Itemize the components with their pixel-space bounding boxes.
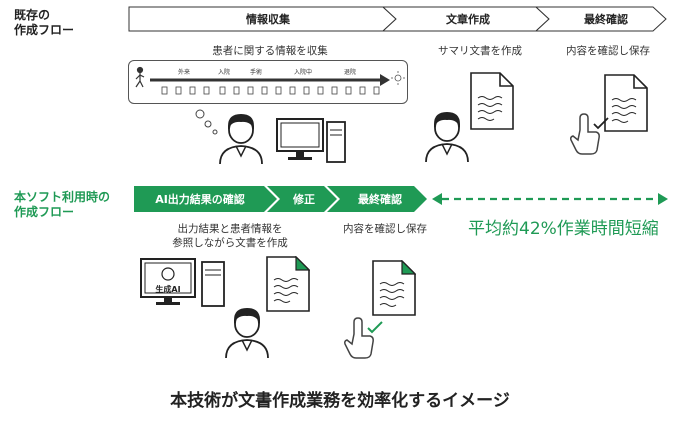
doctor-icon-3 bbox=[225, 308, 269, 358]
new-caption-left: 出力結果と患者情報を 参照しながら文書を作成 bbox=[160, 222, 300, 250]
document-icon bbox=[470, 72, 514, 130]
new-label-line1: 本ソフト利用時の bbox=[14, 190, 111, 204]
timeline-label-5: 退院 bbox=[344, 68, 356, 76]
timeline-label-4: 入院中 bbox=[294, 68, 312, 76]
new-flow-bar: AI出力結果の確認 修正 最終確認 bbox=[134, 186, 427, 212]
end-sun-icon bbox=[391, 71, 405, 85]
thought-bubble-icon bbox=[195, 109, 218, 135]
walking-person-icon bbox=[135, 66, 145, 88]
timeline-document-icons bbox=[161, 86, 380, 95]
hand-check-green-icon bbox=[344, 317, 383, 359]
timeline-label-1: 外来 bbox=[178, 68, 190, 76]
existing-step-3-shape bbox=[534, 6, 667, 32]
existing-caption-2: サマリ文書を作成 bbox=[438, 45, 522, 57]
existing-step-2: 文章作成 bbox=[446, 12, 490, 26]
new-step-1: AI出力結果の確認 bbox=[155, 192, 245, 206]
existing-flow-bar: 情報収集 文章作成 最終確認 bbox=[128, 6, 667, 32]
timeline-box bbox=[128, 60, 408, 104]
document-icon-3 bbox=[604, 74, 648, 132]
doctor-icon bbox=[219, 114, 263, 164]
brain-head-icon bbox=[161, 267, 175, 281]
computer-icon bbox=[276, 118, 346, 163]
new-flow-label: 本ソフト利用時の 作成フロー bbox=[14, 190, 110, 220]
timeline-graphic: 外来 入院 手術 入院中 退院 bbox=[135, 66, 405, 95]
new-caption-left-line2: 参照しながら文書を作成 bbox=[172, 237, 288, 249]
new-caption-left-line1: 出力結果と患者情報を bbox=[177, 223, 283, 235]
timeline-label-3: 手術 bbox=[250, 68, 262, 76]
doctor-icon-2 bbox=[425, 112, 469, 162]
existing-caption-1: 患者に関する情報を収集 bbox=[212, 45, 328, 57]
ai-computer-icon bbox=[140, 258, 225, 307]
new-caption-right: 内容を確認し保存 bbox=[343, 223, 427, 235]
existing-step-1: 情報収集 bbox=[246, 12, 291, 26]
document-green-icon bbox=[266, 256, 310, 312]
hand-check-icon bbox=[570, 113, 609, 155]
footer-caption: 本技術が文書作成業務を効率化するイメージ bbox=[170, 391, 510, 411]
existing-step-3: 最終確認 bbox=[584, 12, 628, 26]
existing-label-line1: 既存の bbox=[14, 8, 51, 22]
ai-label: 生成AI bbox=[155, 285, 181, 294]
new-label-line2: 作成フロー bbox=[14, 205, 75, 219]
reduction-dashed-arrow bbox=[432, 193, 668, 205]
reduction-text: 平均約42%作業時間短縮 bbox=[468, 219, 659, 239]
existing-caption-3: 内容を確認し保存 bbox=[566, 45, 650, 57]
new-step-2: 修正 bbox=[292, 192, 315, 206]
new-step-3: 最終確認 bbox=[358, 192, 402, 206]
timeline-label-2: 入院 bbox=[218, 68, 230, 76]
document-green-icon-2 bbox=[372, 260, 416, 316]
existing-flow-label: 既存の 作成フロー bbox=[14, 8, 74, 38]
existing-label-line2: 作成フロー bbox=[14, 23, 75, 37]
